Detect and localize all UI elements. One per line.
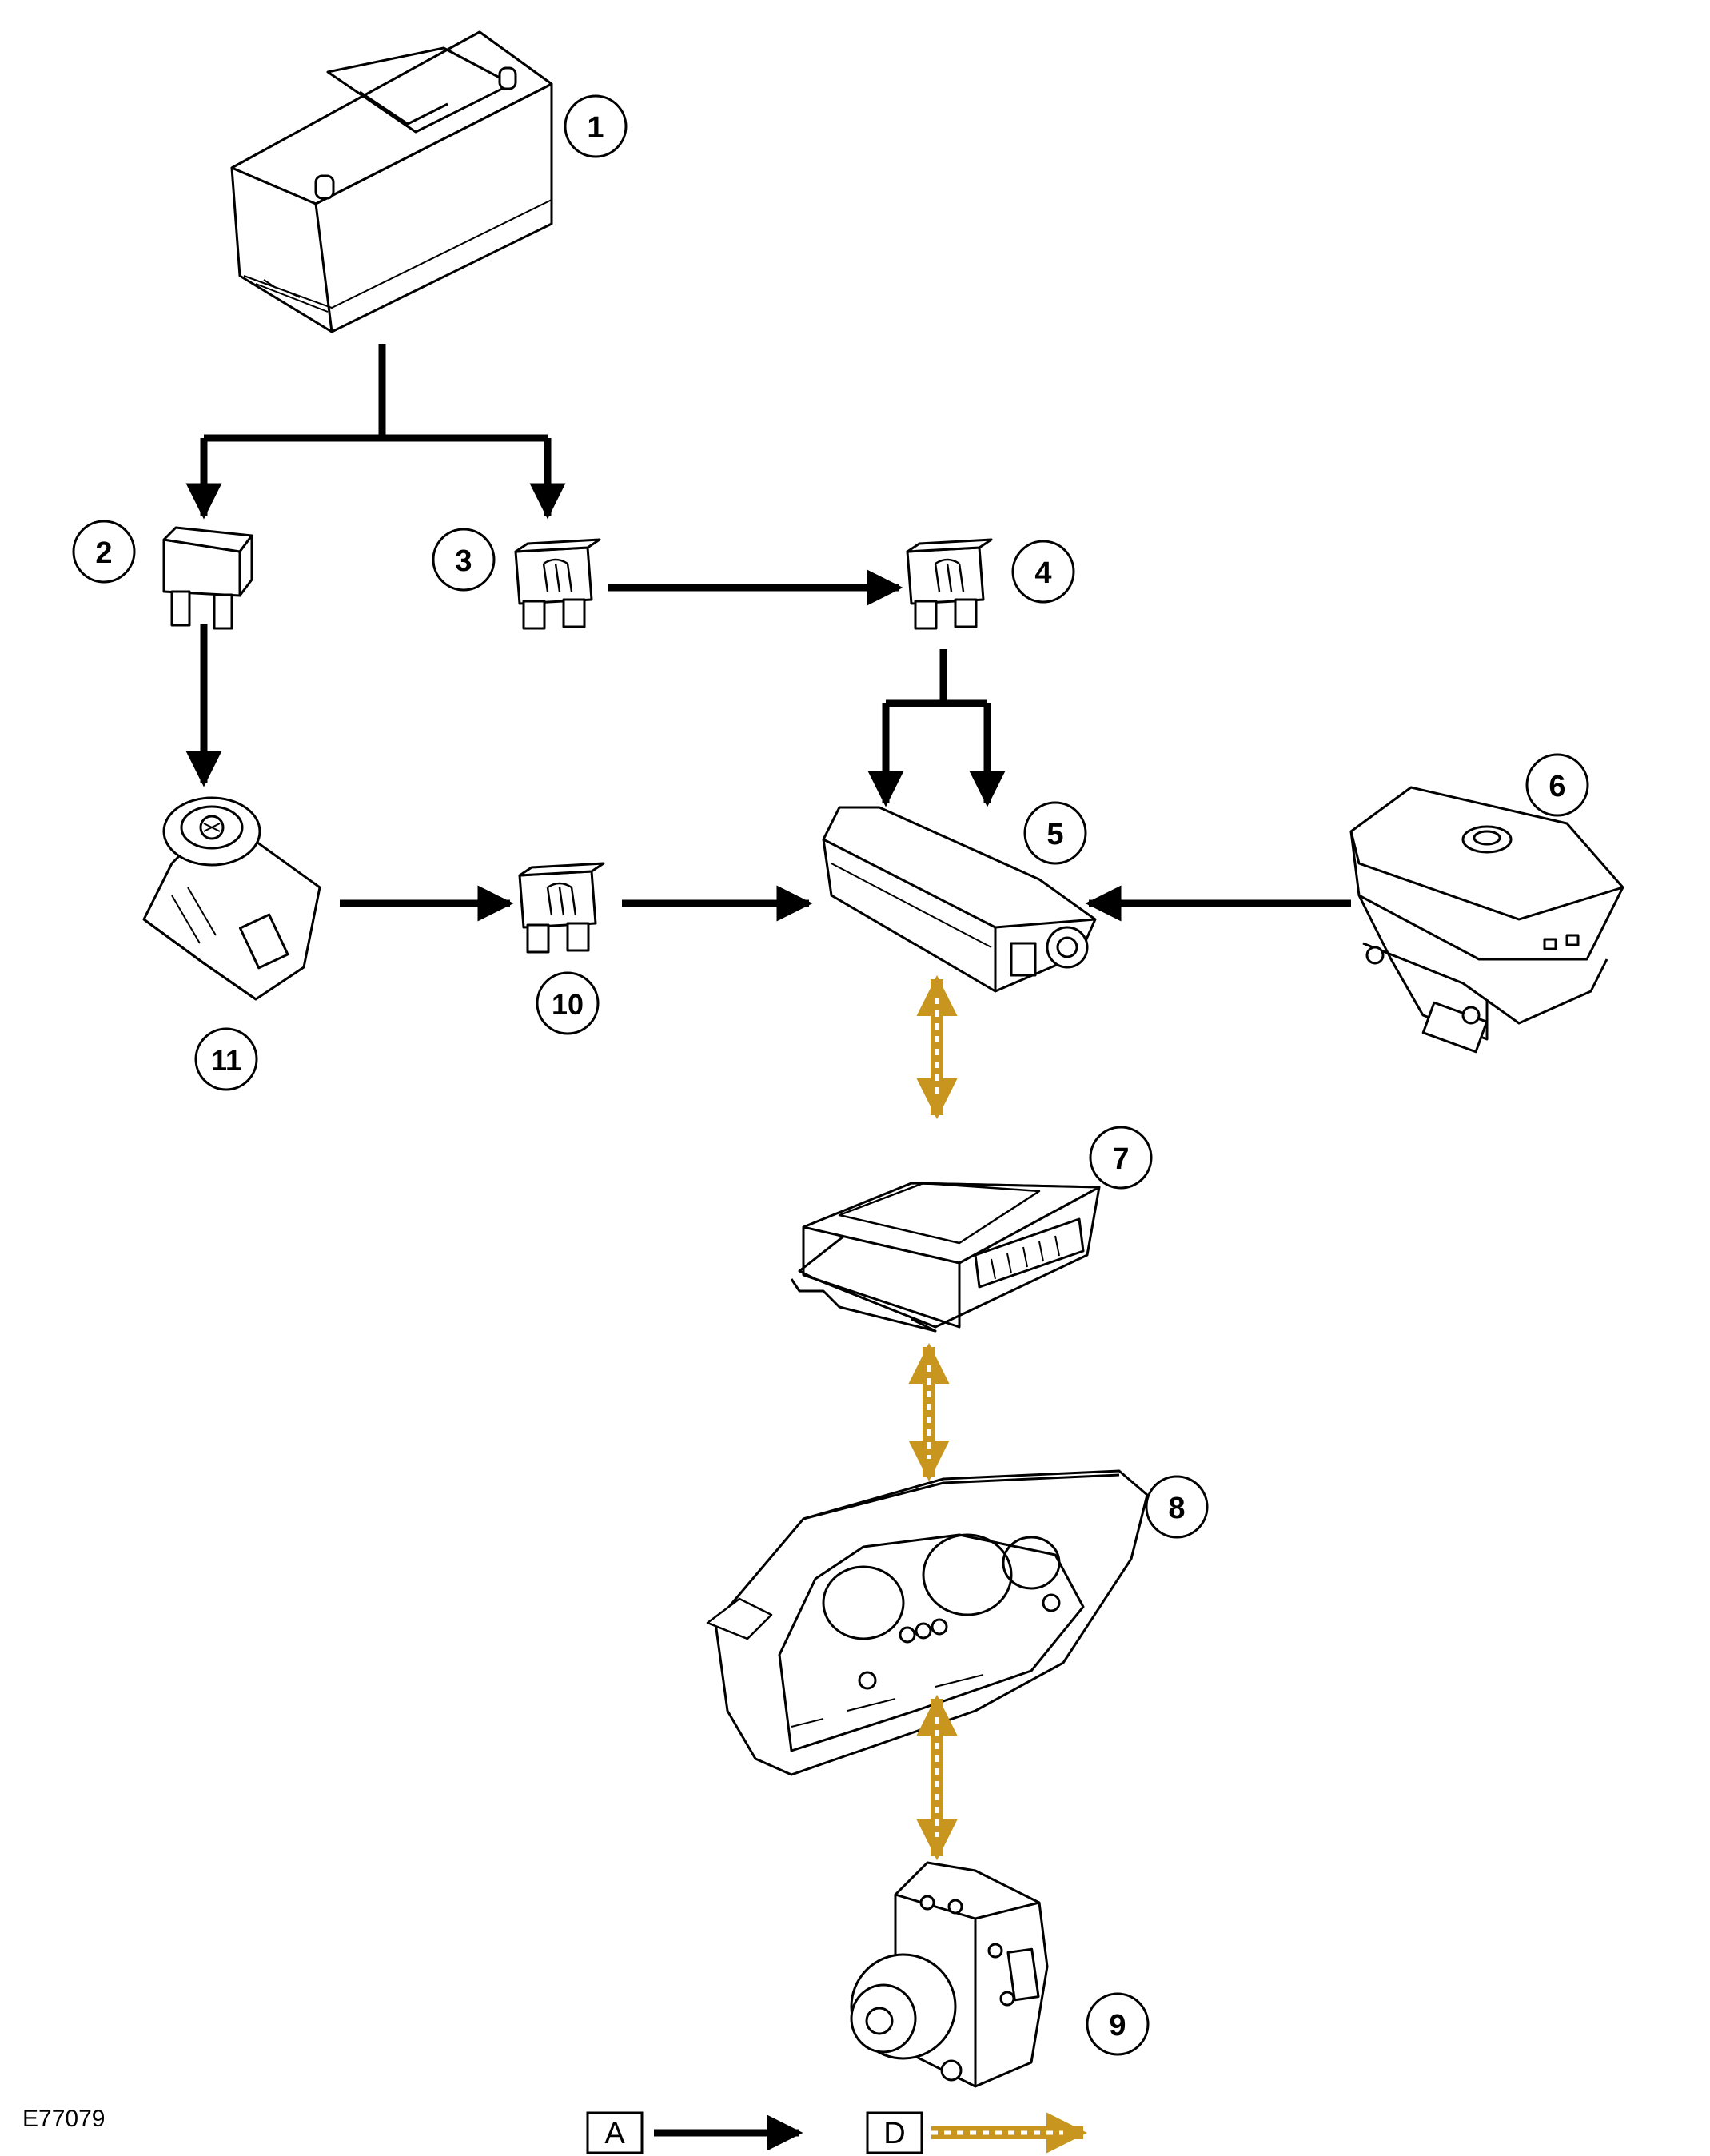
svg-text:3: 3 xyxy=(455,544,472,578)
legend-key-label: D xyxy=(883,2117,905,2150)
callout-3: 3 xyxy=(432,528,496,592)
svg-text:7: 7 xyxy=(1112,1142,1129,1176)
svg-text:9: 9 xyxy=(1109,2009,1126,2042)
callout-11: 11 xyxy=(194,1027,258,1091)
callout-7: 7 xyxy=(1089,1126,1153,1190)
fuse-icon xyxy=(906,538,993,630)
svg-text:5: 5 xyxy=(1046,818,1063,851)
control-module-icon xyxy=(790,1182,1101,1333)
svg-text:2: 2 xyxy=(95,536,112,570)
fuse-icon xyxy=(514,538,601,630)
switch-icon xyxy=(1349,786,1624,1054)
callout-6: 6 xyxy=(1525,753,1589,817)
callout-1: 1 xyxy=(564,94,628,158)
fuse-icon xyxy=(518,862,605,954)
callout-8: 8 xyxy=(1145,1475,1209,1539)
figure-id: E77079 xyxy=(22,2106,106,2132)
legend-key-a: A xyxy=(586,2111,644,2154)
svg-text:6: 6 xyxy=(1549,770,1565,803)
hardwired-connections xyxy=(185,344,1351,2151)
abs-modulator-icon xyxy=(850,1861,1049,2088)
svg-text:8: 8 xyxy=(1168,1492,1185,1525)
callout-5: 5 xyxy=(1023,801,1087,865)
svg-text:4: 4 xyxy=(1034,556,1051,590)
callout-2: 2 xyxy=(72,520,136,584)
svg-text:11: 11 xyxy=(211,1044,241,1077)
legend-key-d: D xyxy=(866,2111,923,2154)
maxi-fuse-icon xyxy=(162,526,253,630)
instrument-cluster-icon xyxy=(706,1469,1149,1776)
callout-10: 10 xyxy=(536,971,600,1035)
network-connections xyxy=(908,974,1088,2154)
svg-text:10: 10 xyxy=(552,988,584,1021)
legend-key-label: A xyxy=(604,2117,625,2150)
battery-icon xyxy=(230,30,553,333)
svg-text:1: 1 xyxy=(587,111,604,145)
callout-4: 4 xyxy=(1011,540,1075,604)
ignition-switch-icon xyxy=(142,796,321,1001)
callout-9: 9 xyxy=(1086,1992,1150,2056)
